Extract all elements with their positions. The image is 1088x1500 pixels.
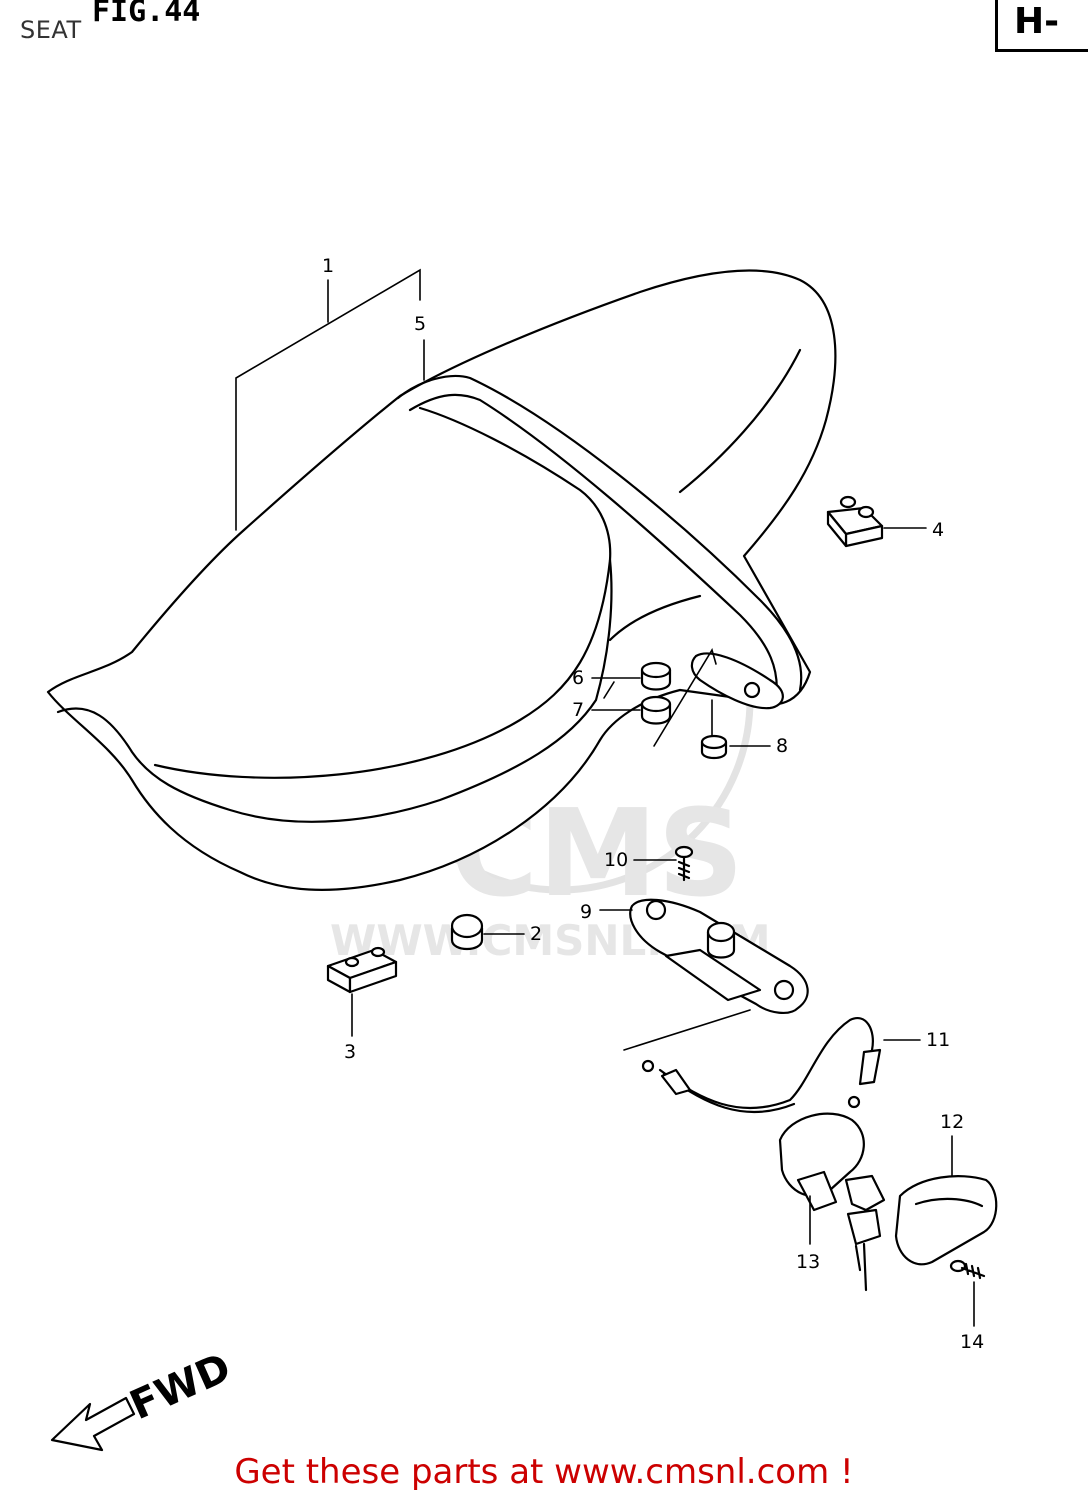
callout-numbers: 1 2 3 4 5 6 7 8 9 10 11 12 13 14	[322, 255, 984, 1353]
part-seat-bracket	[690, 652, 784, 710]
part-2-cap	[450, 913, 484, 951]
lock-13-body	[778, 1112, 865, 1198]
holder-3-stud-a	[344, 956, 360, 968]
lock-9-pin-top	[706, 921, 736, 943]
cover-12-ridge	[914, 1197, 984, 1208]
callout-3: 3	[344, 1041, 356, 1063]
leader-cable-lower	[623, 1009, 751, 1051]
seat-strap	[396, 374, 803, 692]
seat-body	[46, 269, 837, 891]
seat-side-line	[608, 594, 702, 642]
cable-11-end-lower	[660, 1068, 692, 1096]
part-4-bumper	[826, 495, 884, 548]
bumper-4-knob-b	[857, 505, 875, 519]
part-6-cushion	[640, 661, 672, 691]
lock-9-hole-b	[773, 979, 795, 1001]
screw-10-thread	[677, 855, 691, 882]
part-seat	[46, 269, 837, 891]
part-14-screw	[949, 1259, 986, 1280]
bracket-plate	[690, 652, 784, 710]
page-title: SEAT	[20, 16, 82, 44]
key-b-blade	[854, 1242, 868, 1292]
screw-10-head	[674, 845, 694, 859]
callout-2: 2	[530, 923, 542, 945]
seat-strap-inner	[408, 393, 778, 702]
seat-rider-edge	[153, 406, 612, 779]
part-13-lock-set	[778, 1112, 886, 1292]
callout-6: 6	[572, 667, 584, 689]
leader-6-7-link	[603, 681, 615, 699]
callout-10: 10	[604, 849, 628, 871]
part-11-cable	[641, 1017, 882, 1114]
callout-11: 11	[926, 1029, 950, 1051]
bumper-4-front	[826, 510, 848, 548]
cushion-6-top	[640, 661, 672, 679]
forward-indicator: FWD	[50, 1345, 238, 1452]
part-8-nut	[700, 734, 728, 760]
callout-9: 9	[580, 901, 592, 923]
seat-front-seam	[56, 558, 613, 823]
cable-11-end-upper	[858, 1048, 882, 1086]
part-10-screw	[674, 845, 694, 882]
lock-13-barrel	[796, 1170, 838, 1212]
cushion-7-top	[640, 695, 672, 713]
footer-shop-link[interactable]: Get these parts at www.cmsnl.com !	[234, 1452, 854, 1492]
callout-12: 12	[940, 1111, 964, 1133]
cable-11-line	[658, 1017, 874, 1110]
bumper-4-knob-a	[839, 495, 857, 509]
cable-11-nipple-upper	[847, 1095, 861, 1109]
forward-arrow-icon	[50, 1396, 136, 1452]
callout-1: 1	[322, 255, 334, 277]
key-b-head	[846, 1208, 882, 1246]
leader-1	[235, 268, 421, 531]
callout-14: 14	[960, 1331, 984, 1353]
lock-9-mechanism	[664, 948, 762, 1002]
part-7-cushion	[640, 695, 672, 725]
key-a-head	[844, 1174, 886, 1212]
holder-3-stud-b	[370, 946, 386, 958]
callout-4: 4	[932, 519, 944, 541]
callout-5: 5	[414, 313, 426, 335]
callout-8: 8	[776, 735, 788, 757]
nut-8-top	[700, 734, 728, 750]
holder-3-side	[348, 960, 398, 994]
callout-7: 7	[572, 699, 584, 721]
part-9-seat-lock	[629, 898, 809, 1014]
lock-9-hole-a	[645, 899, 667, 921]
forward-label: FWD	[123, 1345, 237, 1430]
seat-tail-fold	[678, 348, 802, 494]
bracket-hole	[743, 681, 761, 699]
screw-14-head	[949, 1259, 967, 1273]
section-code: H-	[995, 0, 1088, 52]
cap-2-top	[450, 913, 484, 939]
cover-12-body	[894, 1175, 998, 1266]
screw-14-thread	[960, 1262, 986, 1280]
cable-11-nipple-lower	[641, 1059, 655, 1073]
part-3-holder	[326, 946, 398, 994]
figure-number: FIG.44	[92, 0, 201, 29]
leader-bolt-axis	[653, 648, 717, 747]
part-12-cover	[894, 1175, 998, 1266]
callout-13: 13	[796, 1251, 820, 1273]
leader-lines	[235, 268, 975, 1327]
